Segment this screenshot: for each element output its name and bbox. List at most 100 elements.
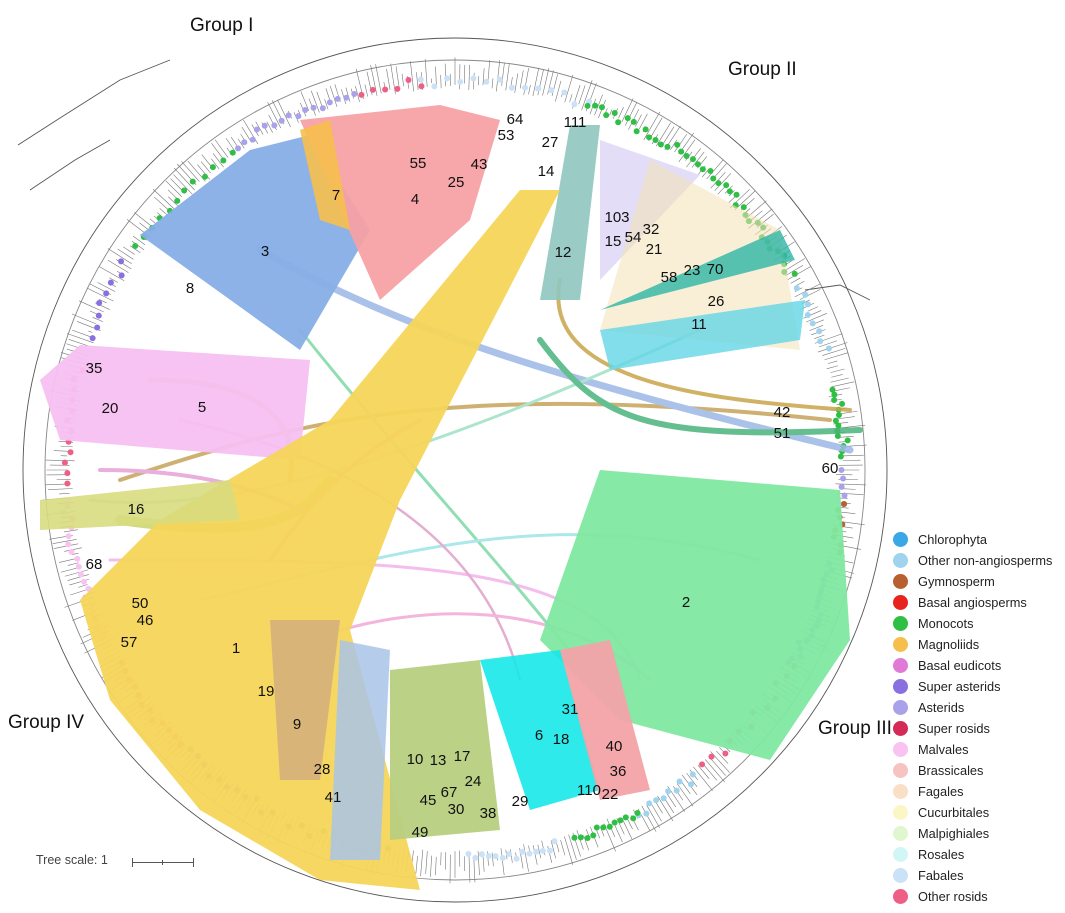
tip-dot (841, 492, 848, 499)
cluster-label-21: 21 (646, 241, 663, 258)
cluster-label-67: 67 (441, 784, 458, 801)
tip-dot (673, 787, 680, 794)
tip-dot (660, 795, 667, 802)
tip-dot (617, 817, 624, 824)
cluster-label-45: 45 (420, 792, 437, 809)
tip-dot (472, 854, 479, 861)
tip-dot (405, 76, 412, 83)
tip-dot (837, 453, 844, 460)
tree-scale-bar (132, 858, 194, 867)
cluster-label-54: 54 (625, 229, 642, 246)
tip-dot (708, 753, 715, 760)
legend-item: Super asterids (893, 676, 1065, 697)
cluster-label-14: 14 (538, 163, 555, 180)
cluster-label-29: 29 (512, 793, 529, 810)
legend-item: Fagales (893, 781, 1065, 802)
tip-dot (310, 104, 317, 111)
tip-dot (483, 78, 490, 85)
legend-swatch (893, 532, 908, 547)
tip-dot (733, 191, 740, 198)
tip-dot (710, 175, 717, 182)
legend-item: Chlorophyta (893, 529, 1065, 550)
tip-dot (831, 391, 838, 398)
tip-dot (65, 541, 72, 548)
legend: Chlorophyta Other non-angiosperms Gymnos… (893, 529, 1065, 907)
legend-item: Malpighiales (893, 823, 1065, 844)
tip-dot (118, 272, 125, 279)
tip-dot (209, 164, 216, 171)
cluster-label-41: 41 (325, 789, 342, 806)
legend-item: Cucurbitales (893, 802, 1065, 823)
tip-dot (723, 182, 730, 189)
tip-dot (496, 76, 503, 83)
tip-dot (653, 797, 660, 804)
tip-dot (89, 335, 96, 342)
cluster-label-1: 1 (232, 640, 240, 657)
tip-dot (535, 85, 542, 92)
legend-item: Malvales (893, 739, 1065, 760)
tip-dot (726, 188, 733, 195)
tip-dot (220, 157, 227, 164)
tip-dot (64, 480, 71, 487)
cluster-label-10: 10 (407, 751, 424, 768)
legend-item: Other non-angiosperms (893, 550, 1065, 571)
legend-item: Fabales (893, 865, 1065, 886)
legend-item: Other rosids (893, 886, 1065, 907)
legend-swatch (893, 805, 908, 820)
tip-dot (740, 204, 747, 211)
tip-dot (64, 470, 71, 477)
legend-swatch (893, 700, 908, 715)
legend-label: Asterids (918, 700, 965, 715)
cluster-label-5: 5 (198, 399, 206, 416)
tip-dot (694, 161, 701, 168)
tip-dot (334, 95, 341, 102)
tip-dot (75, 563, 82, 570)
cluster-label-3: 3 (261, 243, 269, 260)
legend-label: Rosales (918, 847, 965, 862)
cluster-label-2: 2 (682, 594, 690, 611)
legend-swatch (893, 721, 908, 736)
legend-label: Magnoliids (918, 637, 980, 652)
group-label-4: Group IV (8, 712, 84, 733)
tree-scale-label: Tree scale: 1 (36, 853, 108, 867)
tip-dot (132, 243, 139, 250)
cluster-label-16: 16 (128, 501, 145, 518)
cluster-label-103: 103 (604, 209, 629, 226)
tip-dot (674, 141, 681, 148)
tip-dot (838, 467, 845, 473)
cluster-label-24: 24 (465, 773, 482, 790)
tip-dot (95, 312, 102, 319)
tip-dot (689, 156, 696, 163)
fan-10 (390, 660, 500, 840)
legend-swatch (893, 784, 908, 799)
tip-dot (840, 475, 847, 482)
cluster-label-4: 4 (411, 191, 419, 208)
tip-dot (539, 847, 546, 854)
tip-dot (829, 386, 836, 393)
legend-item: Super rosids (893, 718, 1065, 739)
tip-dot (611, 109, 618, 116)
cluster-label-40: 40 (606, 738, 623, 755)
tip-dot (643, 810, 650, 817)
tip-dot (77, 571, 84, 578)
cluster-label-27: 27 (542, 134, 559, 151)
cluster-label-32: 32 (643, 221, 660, 238)
tip-dot (241, 139, 248, 146)
legend-swatch (893, 763, 908, 778)
tip-dot (302, 106, 309, 113)
tip-dot (470, 75, 477, 82)
tip-dot (646, 800, 653, 807)
cluster-label-31: 31 (562, 701, 579, 718)
fan-12 (540, 125, 600, 300)
fan-1 (80, 190, 560, 890)
cluster-label-8: 8 (186, 280, 194, 297)
tip-dot (606, 823, 613, 830)
tip-dot (832, 417, 839, 424)
tip-dot (551, 838, 558, 845)
tip-dot (665, 788, 672, 795)
group-label-1: Group I (190, 15, 253, 36)
cluster-label-46: 46 (137, 612, 154, 629)
tip-dot (622, 814, 629, 821)
tip-dot (74, 555, 81, 562)
tip-dot (181, 187, 188, 194)
